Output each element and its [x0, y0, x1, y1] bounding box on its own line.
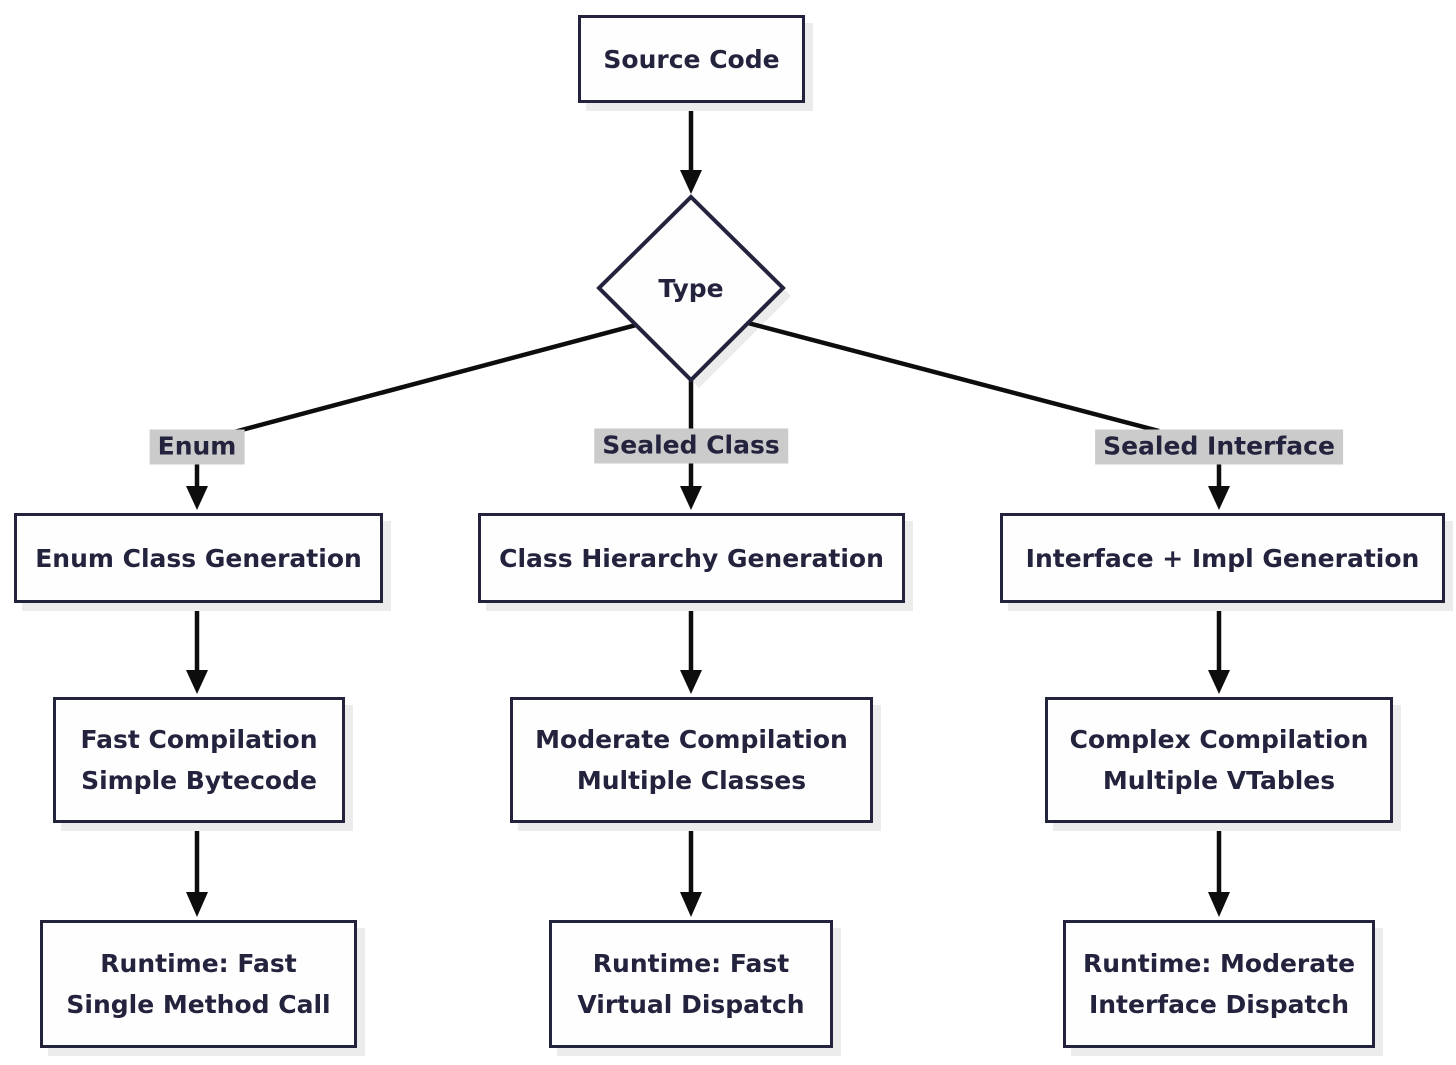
- edge-enum-gen-to-compilation: [186, 603, 208, 694]
- node-interface-compilation: Complex Compilation Multiple VTables: [1045, 697, 1393, 823]
- node-interface-runtime-line1: Runtime: Moderate: [1082, 949, 1356, 978]
- node-type-decision: Type: [641, 266, 741, 310]
- node-class-compilation-line2: Multiple Classes: [576, 766, 807, 795]
- node-enum-runtime-line1: Runtime: Fast: [100, 949, 297, 978]
- type-diamond: [596, 194, 786, 383]
- node-enum-runtime: Runtime: Fast Single Method Call: [40, 920, 357, 1048]
- edge-type-to-sealed-interface: [747, 320, 1230, 510]
- node-interface-compilation-line2: Multiple VTables: [1102, 766, 1336, 795]
- edge-class-compilation-to-runtime: [680, 823, 702, 917]
- edge-interface-gen-to-compilation: [1208, 603, 1230, 694]
- edge-label-enum: Enum: [149, 429, 245, 465]
- edge-source-to-type: [680, 103, 702, 194]
- node-class-hierarchy-generation: Class Hierarchy Generation: [478, 513, 905, 603]
- node-interface-impl-generation-label: Interface + Impl Generation: [1025, 543, 1420, 573]
- node-class-runtime-line1: Runtime: Fast: [592, 949, 790, 978]
- node-interface-impl-generation: Interface + Impl Generation: [1000, 513, 1445, 603]
- node-class-runtime: Runtime: Fast Virtual Dispatch: [549, 920, 833, 1048]
- node-enum-runtime-line2: Single Method Call: [66, 990, 331, 1019]
- node-enum-class-generation-label: Enum Class Generation: [35, 543, 362, 573]
- node-source-code-label: Source Code: [603, 44, 780, 74]
- node-enum-compilation-line2: Simple Bytecode: [81, 766, 317, 795]
- node-enum-compilation: Fast Compilation Simple Bytecode: [53, 697, 345, 823]
- node-class-hierarchy-generation-label: Class Hierarchy Generation: [499, 543, 884, 573]
- edge-interface-compilation-to-runtime: [1208, 823, 1230, 917]
- node-type-decision-label: Type: [658, 273, 724, 303]
- node-enum-compilation-line1: Fast Compilation: [80, 725, 318, 754]
- edge-enum-compilation-to-runtime: [186, 823, 208, 917]
- node-class-compilation: Moderate Compilation Multiple Classes: [510, 697, 873, 823]
- node-source-code: Source Code: [578, 15, 805, 103]
- node-class-runtime-line2: Virtual Dispatch: [577, 990, 805, 1019]
- edge-class-gen-to-compilation: [680, 603, 702, 694]
- node-enum-class-generation: Enum Class Generation: [14, 513, 383, 603]
- edge-label-sealed-interface: Sealed Interface: [1095, 429, 1343, 465]
- edge-label-sealed-class: Sealed Class: [594, 428, 788, 464]
- edge-type-to-enum: [186, 322, 637, 510]
- node-interface-compilation-line1: Complex Compilation: [1069, 725, 1369, 754]
- node-interface-runtime: Runtime: Moderate Interface Dispatch: [1063, 920, 1375, 1048]
- node-class-compilation-line1: Moderate Compilation: [535, 725, 848, 754]
- node-interface-runtime-line2: Interface Dispatch: [1088, 990, 1350, 1019]
